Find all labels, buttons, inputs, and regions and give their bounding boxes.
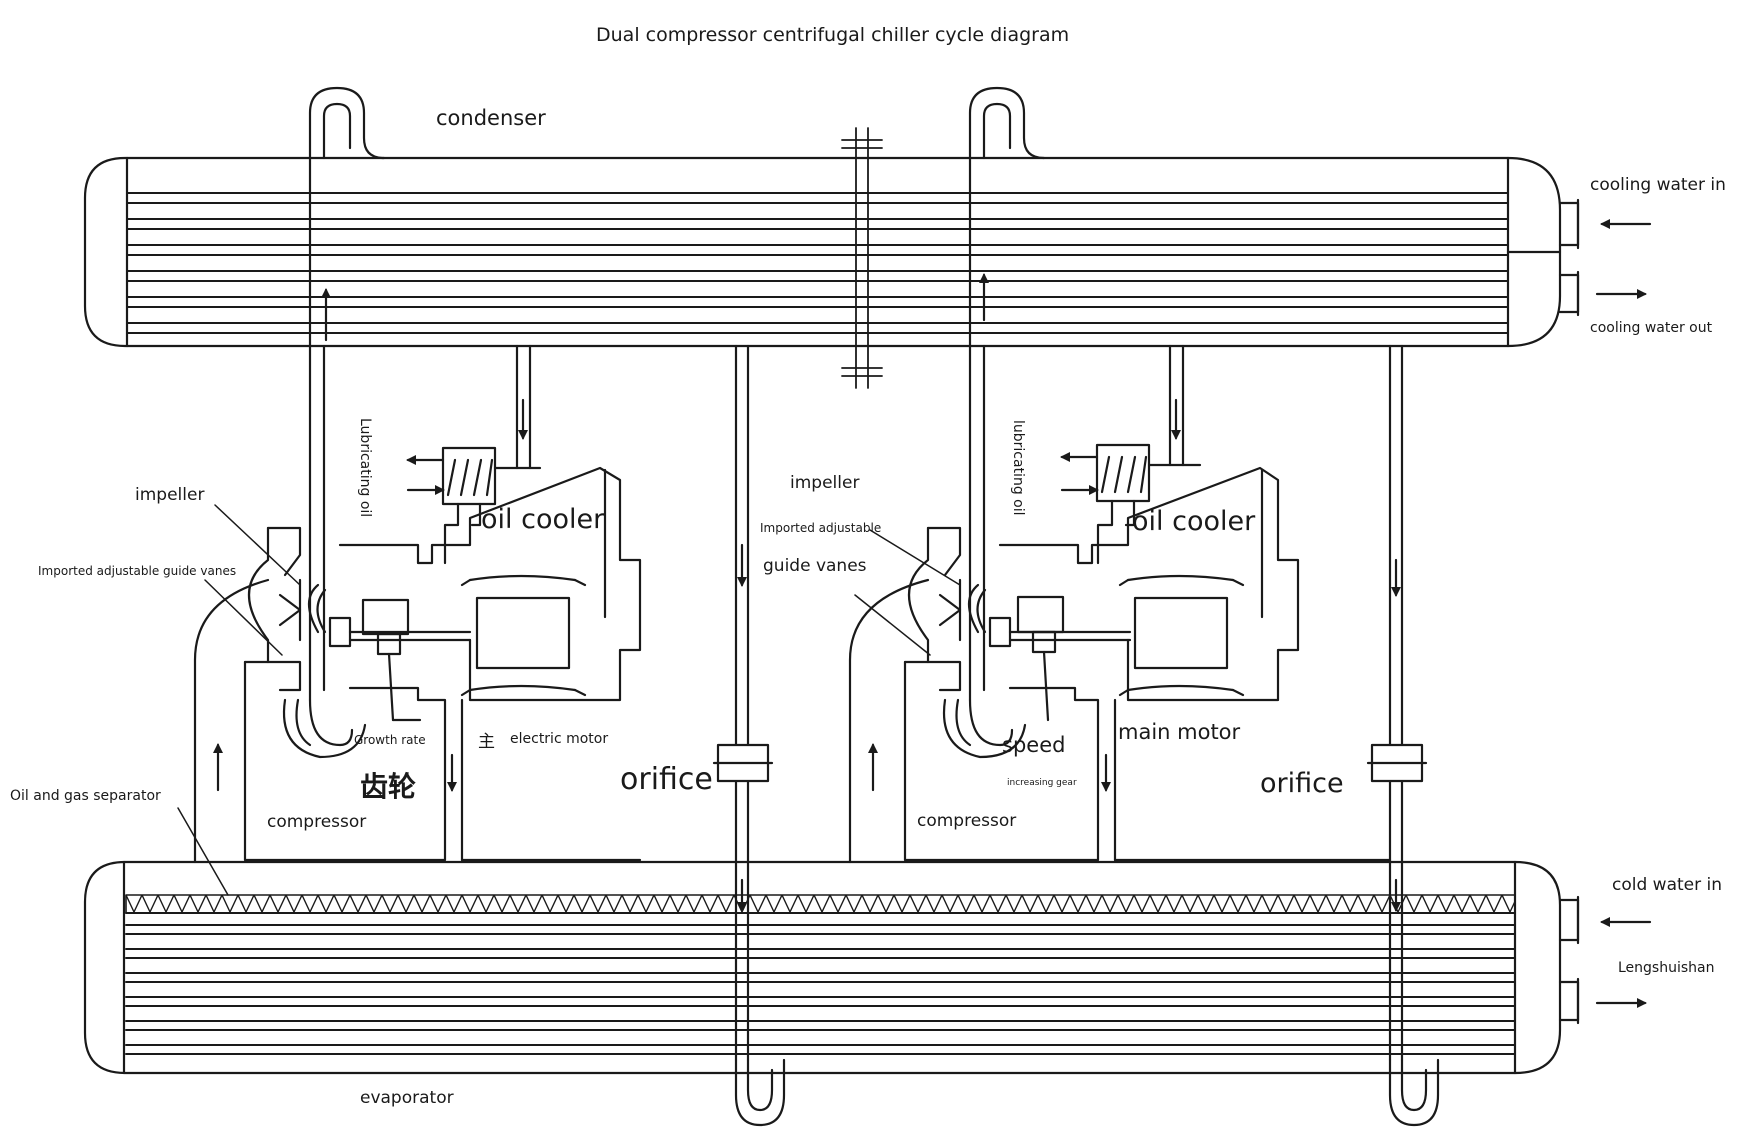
- right-guide-vanes-label-1: Imported adjustable: [760, 521, 882, 535]
- cooling-water-out-label: cooling water out: [1590, 320, 1713, 336]
- left-guide-vanes-label: Imported adjustable guide vanes: [38, 564, 237, 578]
- condenser-shell: [83, 156, 1562, 348]
- evaporator-label: evaporator: [360, 1088, 454, 1108]
- right-compressor-label: compressor: [917, 811, 1017, 831]
- pipe-break-symbol: [841, 127, 883, 389]
- right-orifice-label: orifice: [1260, 768, 1344, 799]
- right-shaft-and-gear: [988, 595, 1132, 722]
- condenser-tubes: [126, 192, 1509, 334]
- left-motor-glyph: 主: [478, 732, 495, 752]
- cold-water-in-label: cold water in: [1612, 875, 1723, 895]
- left-growth-rate-label: Growth rate: [354, 733, 426, 747]
- left-lubricating-oil-label: Lubricating oil: [357, 418, 373, 518]
- left-gear-hanzi-label: 齿轮: [360, 770, 417, 803]
- cooling-water-in-label: cooling water in: [1590, 175, 1726, 195]
- page-title: Dual compressor centrifugal chiller cycl…: [596, 24, 1070, 46]
- leader-lines: [177, 504, 961, 896]
- left-oil-cooler-label: oil cooler: [481, 504, 605, 535]
- left-impeller-label: impeller: [135, 485, 205, 505]
- right-lubricating-oil-label: lubricating oil: [1010, 420, 1026, 516]
- right-discharge-pipe: [968, 86, 1046, 702]
- right-liquid-line: [1388, 344, 1440, 1127]
- left-discharge-pipe: [308, 86, 386, 702]
- left-motor-housing: [338, 466, 642, 862]
- left-separator-suction-pipe: [193, 578, 270, 864]
- right-oil-cooler: [1095, 443, 1202, 565]
- right-guide-vanes-label-2: guide vanes: [763, 556, 867, 576]
- left-orifice-label: orifice: [620, 762, 713, 797]
- left-shaft-and-gear: [328, 598, 472, 722]
- right-separator-suction-pipe: [848, 578, 930, 864]
- cooling-water-nozzles: [1558, 198, 1580, 317]
- evaporator-eliminator-mesh: [125, 894, 1516, 914]
- right-motor-housing: [998, 466, 1392, 862]
- cold-water-nozzles: [1558, 895, 1580, 1025]
- cold-water-out-label: Lengshuishan: [1618, 960, 1715, 976]
- right-increasing-gear-label: increasing gear: [1007, 778, 1077, 788]
- right-main-motor-label: main motor: [1118, 720, 1241, 744]
- left-electric-motor-label: electric motor: [510, 731, 609, 747]
- oil-gas-separator-label: Oil and gas separator: [10, 788, 161, 804]
- right-speed-label: speed: [1002, 733, 1066, 757]
- evaporator-tubes: [125, 912, 1516, 1055]
- left-oil-cooler: [441, 446, 542, 565]
- evaporator-shell: [83, 860, 1562, 1075]
- left-condenser-drain-pipe: [515, 344, 532, 470]
- condenser-label: condenser: [436, 106, 546, 130]
- left-liquid-line: [734, 344, 786, 1127]
- right-oil-cooler-label: oil cooler: [1132, 506, 1256, 537]
- left-compressor-label: compressor: [267, 812, 367, 832]
- right-impeller-label: impeller: [790, 473, 860, 493]
- right-condenser-drain-pipe: [1168, 344, 1185, 467]
- left-compressor-body: [243, 526, 447, 862]
